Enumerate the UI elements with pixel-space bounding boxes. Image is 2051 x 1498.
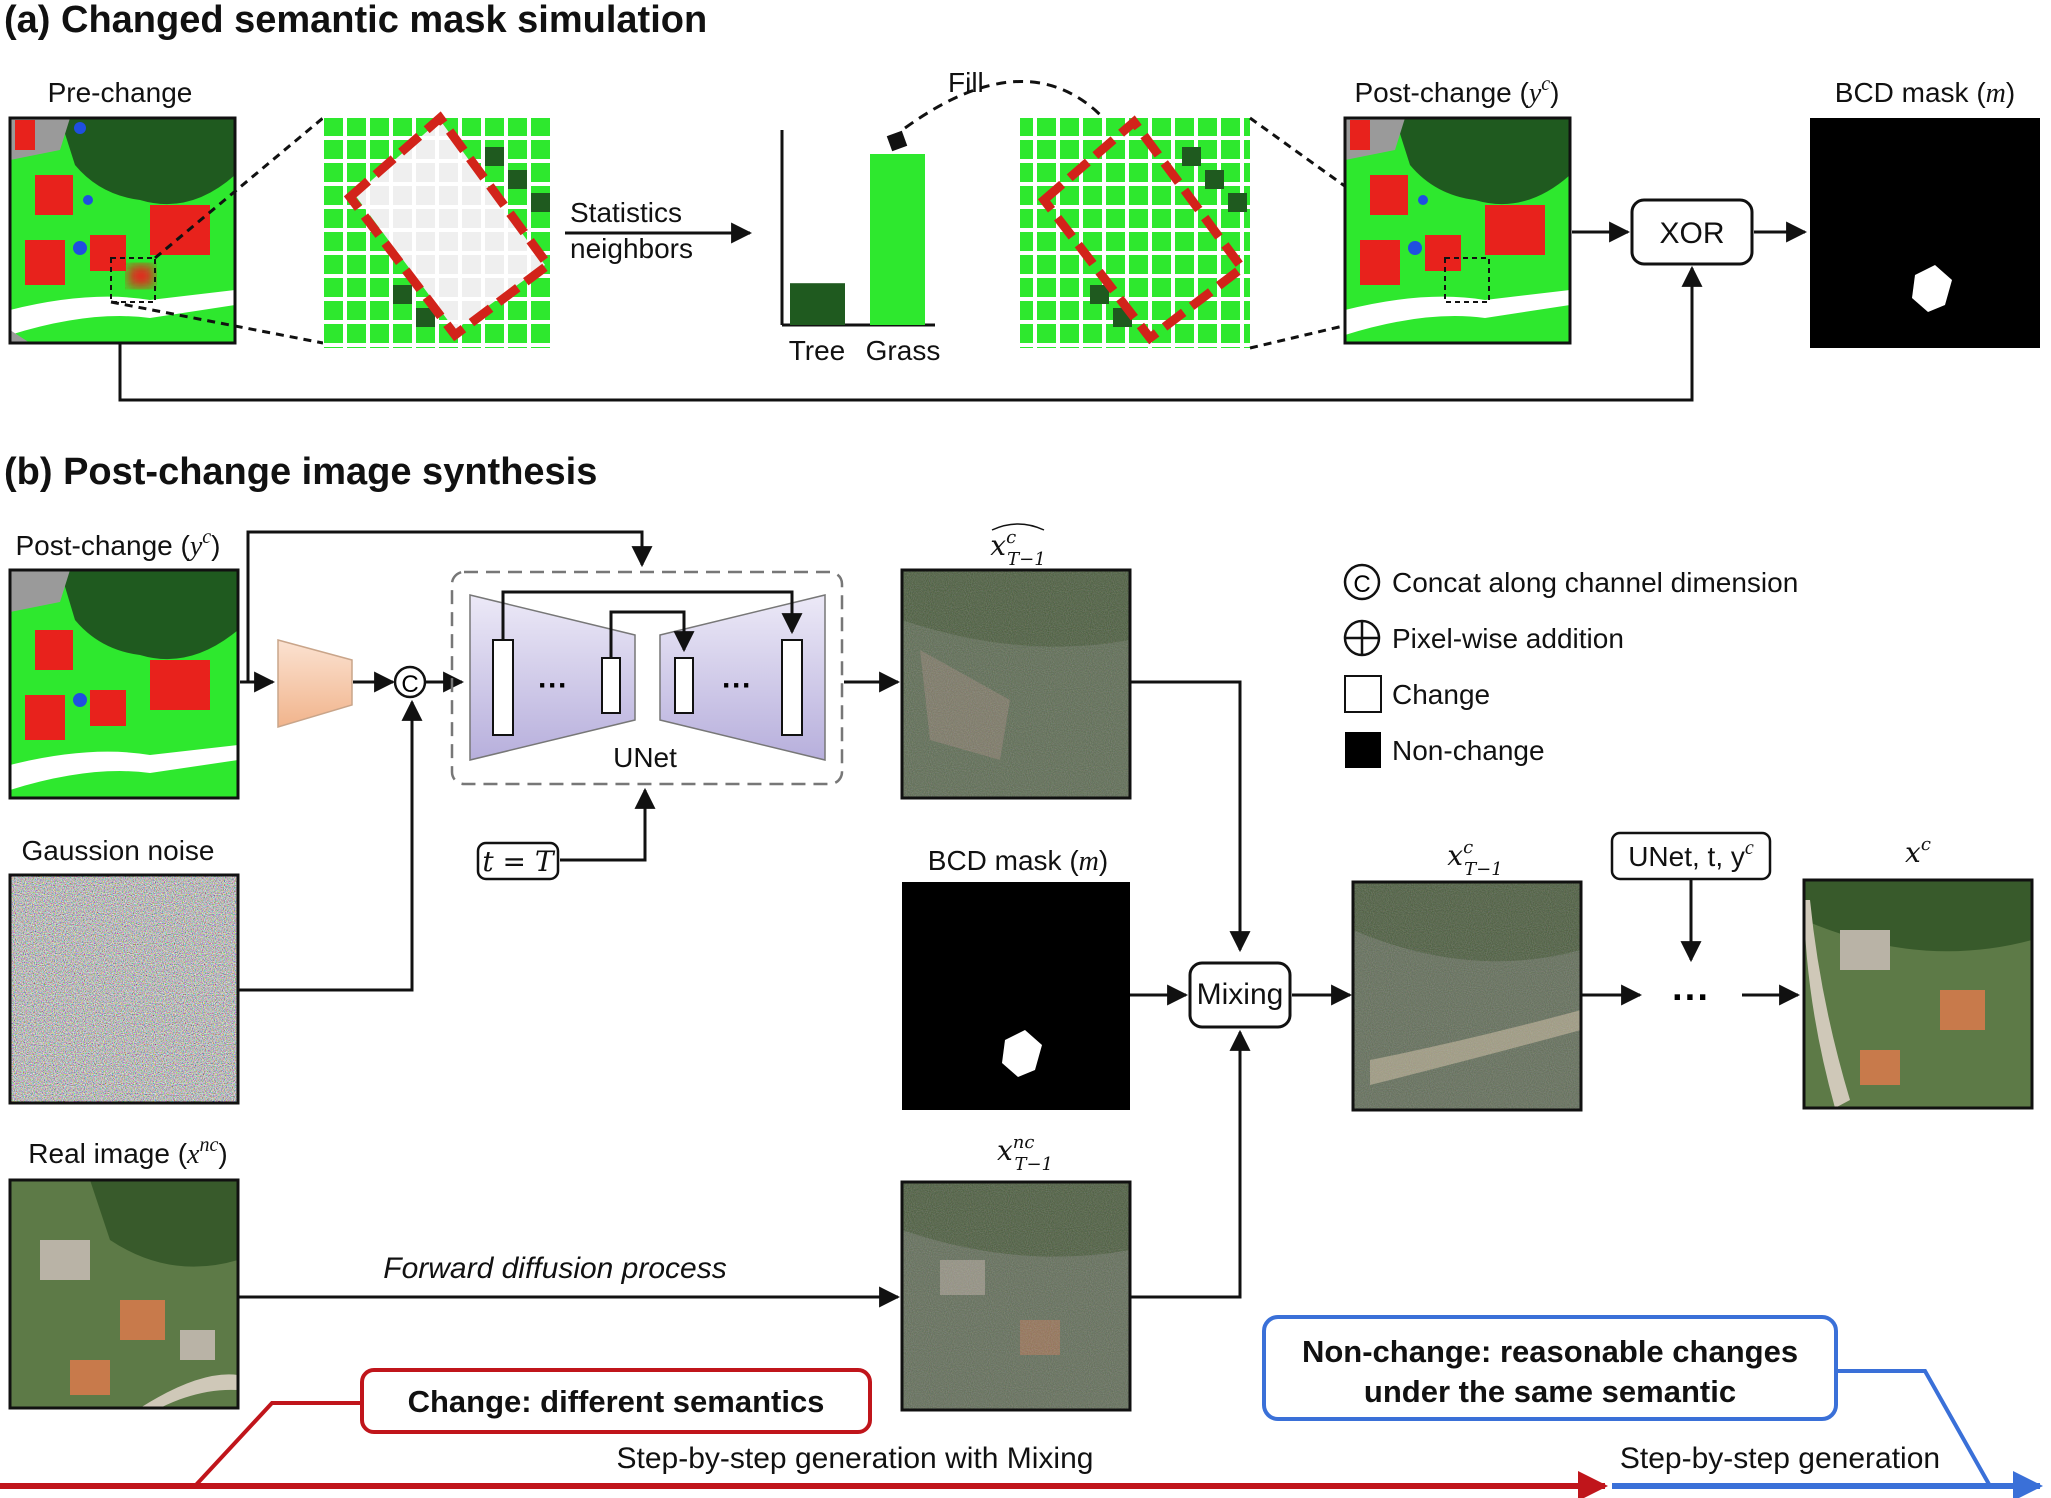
bar-label-tree: Tree [789,335,846,366]
x-nc-image [900,1180,1132,1412]
post-change-label-a: Post-change (yc) [1355,73,1560,109]
timestep-label: t = T [482,845,556,878]
timestep-to-unet-arrow [560,787,656,862]
concat-symbol: C [401,671,418,698]
bar-tree [790,283,845,325]
pre-change-semantic-map [8,116,237,345]
legend-concat-icon [1343,563,1381,601]
change-banner: Change: different semantics [360,1368,872,1434]
neighbor-statistics-chart: Tree Grass [780,130,941,366]
post-change-input-map [8,568,240,800]
zoom-line-top [154,116,324,260]
legend-change-text: Change [1392,679,1490,710]
bcd-mask-label-b: BCD mask (m) [928,845,1108,877]
gaussian-noise-label: Gaussion noise [21,835,214,866]
xnc-to-mixing-arrow [1130,1029,1251,1299]
legend: C Concat along channel dimension Pixel-w… [1343,563,1798,768]
legend-change-swatch [1344,675,1382,713]
mixing-label: Mixing [1197,978,1284,1011]
bcd-mask-b [902,882,1130,1110]
bar-grass [870,154,925,325]
unet-label: UNet [613,742,677,773]
zoom-line-bottom [110,300,324,345]
post-change-label-b: Post-change (yc) [16,526,221,562]
change-banner-leader [193,1401,362,1488]
non-change-banner: Non-change: reasonable changes under the… [1262,1315,1838,1421]
xor-node: XOR [1630,198,1754,266]
xc-image [1802,878,2034,1110]
non-change-banner-line2: under the same semantic [1364,1374,1736,1409]
post-change-semantic-map [1343,116,1572,345]
section-b-title: (b) Post-change image synthesis [4,451,597,493]
bar-label-grass: Grass [866,335,941,366]
unet-diagram: ··· ··· UNet [469,590,826,773]
timeline-mixing-text: Step-by-step generation with Mixing [617,1442,1094,1475]
noise-to-concat-arrow [238,699,423,992]
unet-t-yc-label: UNet, t, yc [1628,837,1754,872]
real-image-label: Real image (xnc) [28,1134,227,1170]
bcd-mask-label-a: BCD mask (m) [1835,77,2015,109]
non-change-banner-line1: Non-change: reasonable changes [1302,1334,1798,1369]
timeline-generation-text: Step-by-step generation [1620,1442,1940,1475]
statistics-label-1: Statistics [570,197,682,228]
legend-non-change-swatch [1345,732,1381,768]
unet-t-yc-node: UNet, t, yc [1610,831,1772,881]
svg-text:C: C [1353,571,1370,598]
legend-concat-text: Concat along channel dimension [1392,567,1798,598]
xhat-to-mixing-arrow [1130,680,1251,953]
mixing-node: Mixing [1188,961,1292,1029]
zoom-grid-after [1020,115,1250,348]
x-hat-accent [991,523,1045,531]
unet-box [450,570,844,786]
x-hat-image [900,568,1132,800]
final-dots: ··· [1672,977,1710,1019]
statistics-label-2: neighbors [570,233,693,264]
timestep-node: t = T [476,841,560,881]
section-a-title: (a) Changed semantic mask simulation [4,0,707,41]
xc-label: xc [1905,834,1931,869]
gaussian-noise-image [8,873,240,1105]
post-to-unet-top-arrow [246,530,653,682]
pre-change-label: Pre-change [48,77,193,108]
unet-decoder-dots: ··· [722,669,752,702]
concat-node [393,665,427,699]
x-tm1-image [1351,880,1583,1112]
change-banner-text: Change: different semantics [408,1384,825,1419]
unet-encoder-dots: ··· [538,669,568,702]
bcd-mask-a [1810,118,2040,348]
condition-encoder [277,639,353,729]
legend-addition-text: Pixel-wise addition [1392,623,1624,654]
pre-to-xor-arrow [118,265,1703,402]
non-change-banner-leader [1836,1369,1992,1487]
xor-label: XOR [1659,217,1724,250]
zoom-grid-before [323,111,555,348]
forward-diffusion-label: Forward diffusion process [383,1252,726,1285]
real-image [8,1178,240,1410]
picked-grass-marker [886,130,908,152]
legend-non-change-text: Non-change [1392,735,1545,766]
legend-addition-icon [1343,619,1381,657]
